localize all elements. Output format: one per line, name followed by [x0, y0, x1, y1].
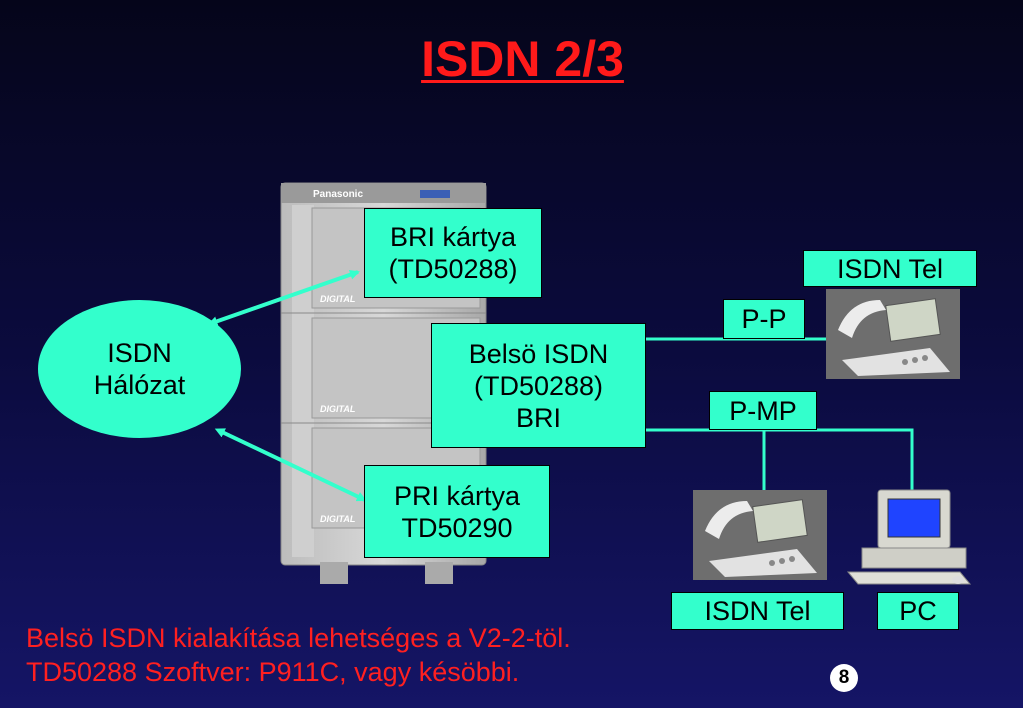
isdn-tel-label-top: ISDN Tel [803, 250, 977, 287]
pmp-label: P-MP [709, 391, 817, 430]
isdn-phone-icon-top [826, 289, 960, 379]
bri-card-line1: BRI kártya [390, 221, 516, 253]
pri-card-line1: PRI kártya [394, 480, 520, 512]
pri-card-line2: TD50290 [401, 512, 512, 544]
internal-isdn-line1: Belsö ISDN [469, 338, 609, 370]
footer-line2: TD50288 Szoftver: P911C, vagy késöbbi. [26, 655, 571, 689]
pbx-panel-label-1: DIGITAL [320, 294, 355, 304]
internal-isdn-line2: (TD50288) [474, 370, 603, 402]
pmp-label-text: P-MP [729, 395, 797, 427]
pc-label: PC [877, 592, 959, 630]
pbx-panel-label-2: DIGITAL [320, 404, 355, 414]
internal-isdn-line3: BRI [516, 402, 561, 434]
isdn-network-line1: ISDN [107, 337, 172, 369]
isdn-tel-label-bottom: ISDN Tel [671, 592, 844, 630]
footer-line1: Belsö ISDN kialakítása lehetséges a V2-2… [26, 621, 571, 655]
pp-label: P-P [723, 299, 805, 339]
pp-label-text: P-P [741, 303, 786, 335]
page-number-badge: 8 [830, 664, 858, 692]
isdn-tel-top-text: ISDN Tel [837, 253, 943, 285]
footer-notes: Belsö ISDN kialakítása lehetséges a V2-2… [26, 621, 571, 689]
pbx-panel-label-3: DIGITAL [320, 514, 355, 524]
bri-card-line2: (TD50288) [388, 253, 517, 285]
pbx-brand: Panasonic [313, 189, 363, 200]
isdn-network-node: ISDN Hálózat [38, 300, 241, 438]
internal-isdn-box: Belsö ISDN (TD50288) BRI [431, 323, 646, 448]
pmp-line [646, 430, 912, 490]
pc-label-text: PC [899, 595, 937, 627]
bri-card-box: BRI kártya (TD50288) [364, 208, 542, 298]
isdn-phone-icon-bottom [693, 490, 827, 580]
pri-card-box: PRI kártya TD50290 [364, 465, 550, 558]
pc-icon [848, 490, 970, 584]
isdn-network-line2: Hálózat [94, 369, 186, 401]
isdn-tel-bottom-text: ISDN Tel [704, 595, 810, 627]
